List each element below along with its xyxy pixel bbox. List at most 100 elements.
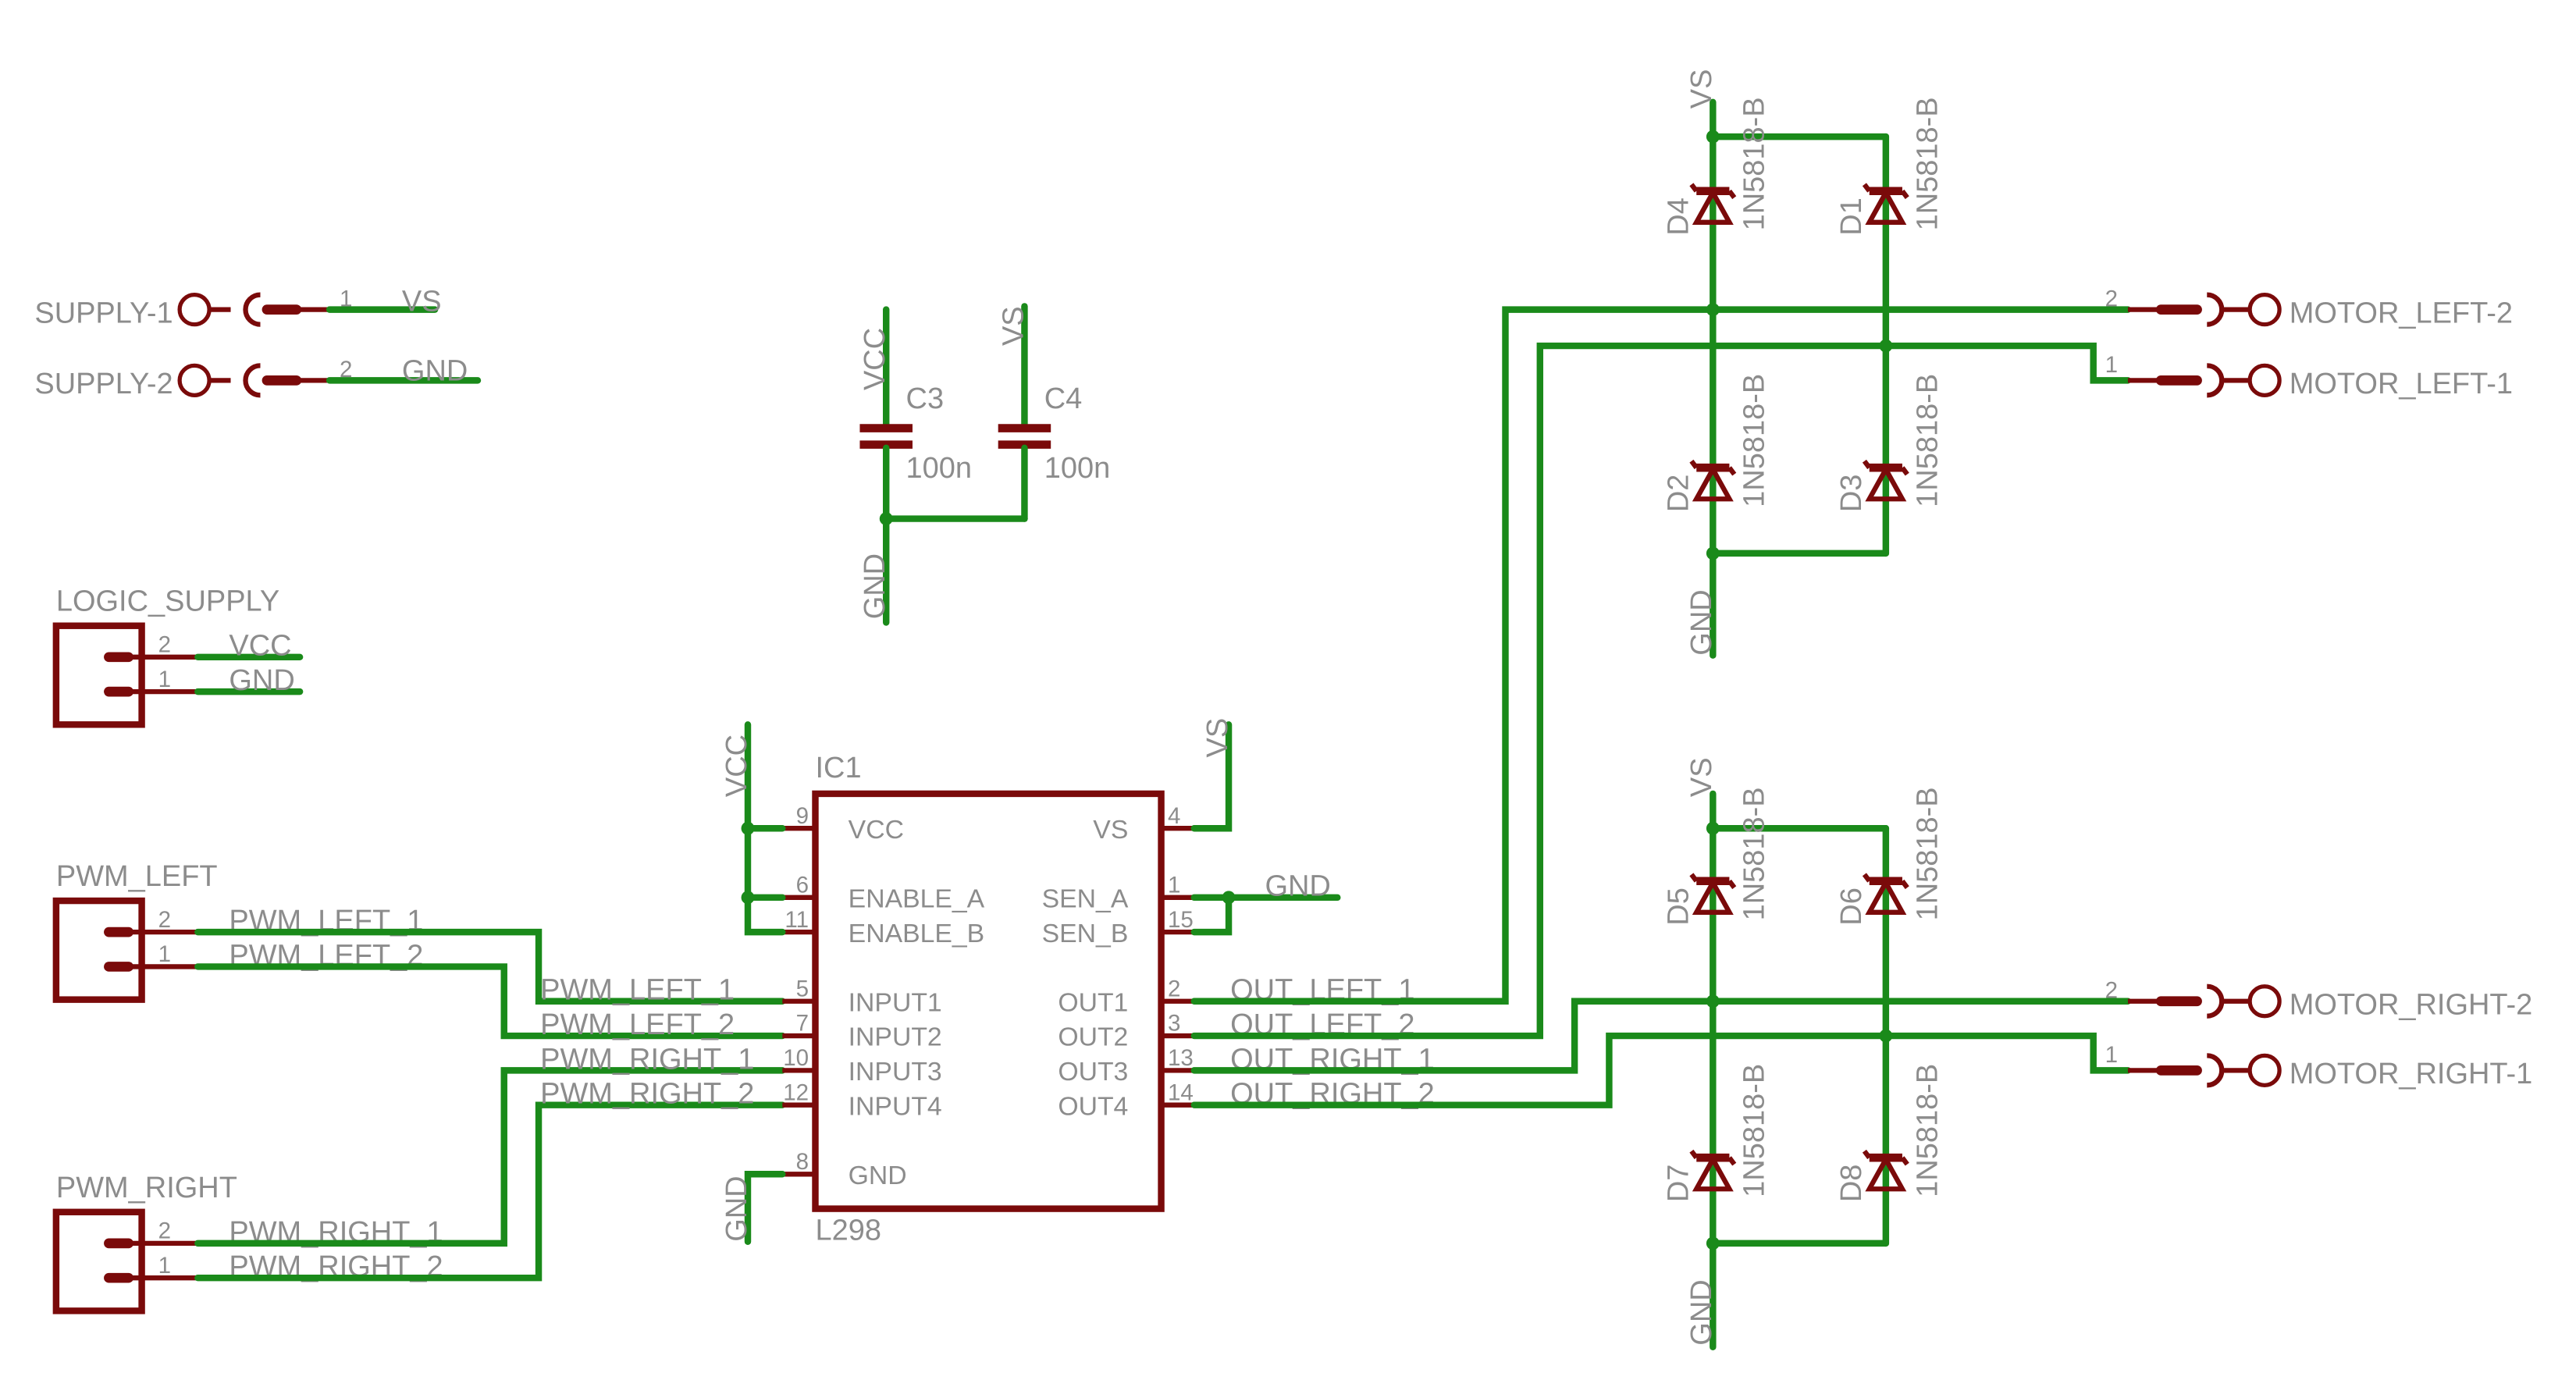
d1-label: D1 <box>1835 197 1868 236</box>
pin-number: 6 <box>796 873 809 898</box>
pin-number: 15 <box>1168 907 1194 933</box>
supply-2-port: SUPPLY-2 2 GND <box>34 354 482 400</box>
pin-number: 5 <box>796 976 809 1001</box>
pin-label: INPUT4 <box>849 1091 942 1121</box>
ic-vs-net-label: VS <box>1201 718 1234 758</box>
c3-value: 100n <box>906 452 972 485</box>
logic-vcc-net: VCC <box>229 630 291 663</box>
motor-right-1-port: 1 MOTOR_RIGHT-1 <box>2105 1042 2533 1090</box>
port-circle <box>2247 363 2282 397</box>
bridge-top-gnd-label: GND <box>1685 589 1718 655</box>
pin-number: 2 <box>1168 976 1180 1001</box>
diode-d1: D1 1N5818-B <box>1835 97 1944 235</box>
junction-dot <box>1706 546 1720 560</box>
pin-label: VS <box>1093 815 1128 845</box>
ic-part-number: L298 <box>815 1215 881 1247</box>
logic-supply-header: LOGIC_SUPPLY 2 1 VCC GND <box>52 585 304 728</box>
d7-label: D7 <box>1663 1165 1695 1203</box>
supply-1-port: SUPPLY-1 1 VS <box>34 286 441 330</box>
ic-gnd-net-label: GND <box>720 1175 753 1241</box>
logic-supply-title: LOGIC_SUPPLY <box>56 585 279 618</box>
d4-part: 1N5818-B <box>1738 97 1771 230</box>
header-body <box>52 1208 145 1314</box>
motor-left-2-port: 2 MOTOR_LEFT-2 <box>2105 286 2513 329</box>
ic-reference: IC1 <box>815 752 861 784</box>
diode-d8: D8 1N5818-B <box>1835 1064 1944 1202</box>
pin-label: SEN_A <box>1042 884 1129 913</box>
pin-number: 12 <box>783 1079 809 1105</box>
d3-part: 1N5818-B <box>1911 374 1944 507</box>
c3-name: C3 <box>906 382 945 415</box>
pin-number: 7 <box>796 1011 809 1037</box>
right-motor-diode-bridge: VS GND D5 1N5818-B D6 1N5818-B D7 1N5818… <box>1663 757 1944 1351</box>
supply-1-pin-number: 1 <box>340 286 352 311</box>
input1-net-label: PWM_LEFT_1 <box>540 974 735 1007</box>
motor-right-2-port: 2 MOTOR_RIGHT-2 <box>2105 978 2533 1022</box>
diode-d2: D2 1N5818-B <box>1663 374 1771 512</box>
d5-label: D5 <box>1663 887 1695 926</box>
d3-label: D3 <box>1835 475 1868 513</box>
bridge-top-vs-label: VS <box>1685 69 1718 109</box>
junction-dot <box>741 821 755 835</box>
c3-bottom-net-label: GND <box>859 553 891 619</box>
pwm-right-pin-2-number: 2 <box>158 1218 171 1244</box>
diode-d7: D7 1N5818-B <box>1663 1064 1771 1202</box>
junction-dot <box>1706 994 1720 1008</box>
pin-label: OUT2 <box>1058 1023 1128 1052</box>
pin-label: SEN_B <box>1042 919 1129 948</box>
pwm-right-pin-1-number: 1 <box>158 1253 171 1279</box>
logic-pin-2-number: 2 <box>158 631 171 657</box>
c4-name: C4 <box>1044 382 1083 415</box>
connector-arc <box>2207 363 2225 398</box>
junction-dot <box>1879 1029 1893 1043</box>
pwm-left-pin-2-number: 2 <box>158 907 171 933</box>
diode-d3: D3 1N5818-B <box>1835 374 1944 512</box>
diode-d5: D5 1N5818-B <box>1663 787 1771 925</box>
motor-right-2-pin: 2 <box>2105 978 2118 1004</box>
c3-top-net-label: VCC <box>859 328 891 390</box>
supply-2-net-label: GND <box>402 354 468 387</box>
input2-net-label: PWM_LEFT_2 <box>540 1008 735 1041</box>
bridge-bottom-vs-label: VS <box>1685 757 1718 797</box>
d6-label: D6 <box>1835 887 1868 926</box>
pin-label: OUT3 <box>1058 1057 1128 1087</box>
d5-part: 1N5818-B <box>1738 787 1771 920</box>
junction-dot <box>741 891 755 905</box>
junction-dot <box>1706 303 1720 317</box>
pin-label: INPUT1 <box>849 987 942 1017</box>
motor-left-2-label: MOTOR_LEFT-2 <box>2290 297 2513 330</box>
logic-gnd-net: GND <box>229 664 294 697</box>
capacitor-c3: VCC C3 100n GND <box>859 306 1028 626</box>
motor-left-1-label: MOTOR_LEFT-1 <box>2290 368 2513 400</box>
supply-1-label: SUPPLY-1 <box>34 297 173 330</box>
pwm-routing-wires <box>194 928 786 1282</box>
pin-label: INPUT2 <box>849 1023 942 1052</box>
motor-right-1-pin: 1 <box>2105 1042 2118 1068</box>
junction-dot <box>1222 891 1236 905</box>
c4-value: 100n <box>1044 452 1110 485</box>
motor-left-2-pin: 2 <box>2105 286 2118 311</box>
junction-dot <box>879 512 893 526</box>
pin-number: 1 <box>1168 873 1180 898</box>
d1-part: 1N5818-B <box>1911 97 1944 230</box>
ic-supply-wires: VCC GND VS GND <box>720 718 1341 1245</box>
header-body <box>52 622 145 728</box>
pin-label: OUT4 <box>1058 1091 1128 1121</box>
connector-arc <box>2207 983 2225 1019</box>
d7-part: 1N5818-B <box>1738 1064 1771 1197</box>
supply-1-net-label: VS <box>402 286 442 318</box>
port-circle <box>2247 984 2282 1019</box>
junction-dot <box>1706 130 1720 144</box>
junction-dot <box>1879 339 1893 353</box>
supply-2-label: SUPPLY-2 <box>34 368 173 400</box>
pin-label: GND <box>849 1161 907 1190</box>
d8-label: D8 <box>1835 1165 1868 1203</box>
d8-part: 1N5818-B <box>1911 1064 1944 1197</box>
bridge-bottom-gnd-label: GND <box>1685 1279 1718 1345</box>
port-circle <box>2247 293 2282 327</box>
pin-number: 3 <box>1168 1011 1180 1037</box>
connector-arc <box>243 363 261 398</box>
port-circle <box>2247 1053 2282 1087</box>
port-circle <box>177 293 212 327</box>
